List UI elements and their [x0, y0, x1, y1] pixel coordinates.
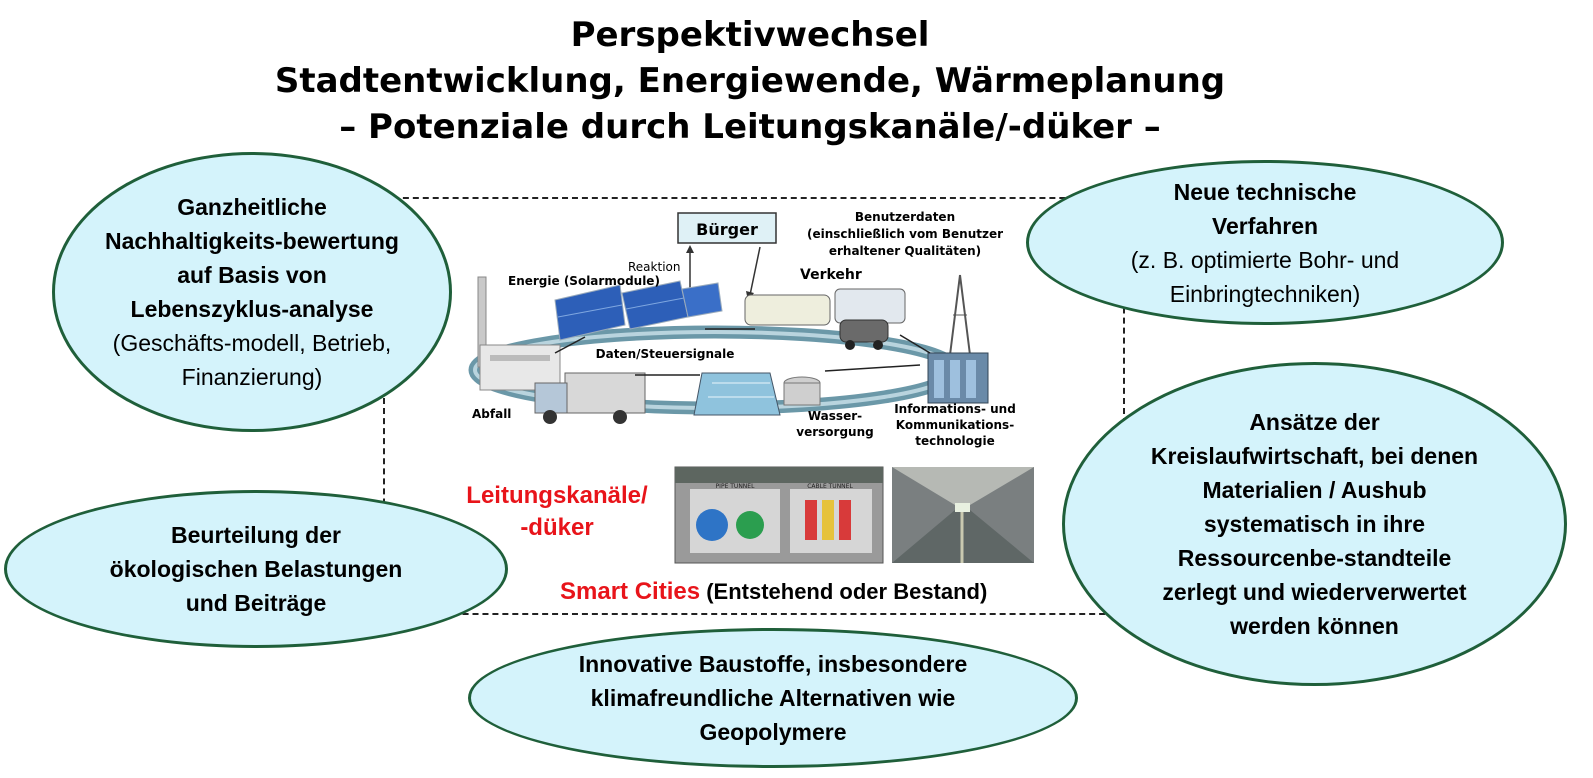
benutzer-label-2: (einschließlich vom Benutzer	[807, 227, 1003, 241]
title-line-3: – Potenziale durch Leitungskanäle/-düker…	[339, 107, 1161, 147]
benutzer-label-1: Benutzerdaten	[855, 210, 955, 224]
smart-cities-subtitle: (Entstehend oder Bestand)	[706, 579, 988, 604]
title-line-2: Stadtentwicklung, Energiewende, Wärmepla…	[274, 61, 1226, 101]
wasser-label-1: Wasser-	[808, 409, 862, 423]
cable-tunnel-label: CABLE TUNNEL	[807, 483, 853, 490]
buerger-label: Bürger	[696, 220, 758, 239]
daten-label: Daten/Steuersignale	[596, 347, 735, 361]
water-supply-icon	[693, 372, 821, 416]
smart-city-illustration: Bürger Reaktion Benutzerdaten (einschlie…	[468, 210, 1034, 564]
ikt-label-1: Informations- und	[894, 402, 1016, 416]
benutzer-label-3: erhaltener Qualitäten)	[829, 244, 981, 258]
oval-ganzheitlich-normal: (Geschäfts-modell, Betrieb, Finanzierung…	[112, 330, 392, 390]
oval-beurteilung-oekologisch: Beurteilung der ökologischen Belastungen…	[4, 490, 508, 648]
data-arrows	[554, 328, 931, 376]
title-line-1: Perspektivwechsel	[570, 15, 930, 55]
smart-cities-caption: Smart Cities (Entstehend oder Bestand)	[560, 578, 987, 606]
solar-panels-icon	[554, 280, 723, 341]
garbage-truck-icon	[534, 372, 646, 424]
smart-city-frame	[383, 197, 1125, 615]
oval-ansaetze-text: Ansätze der Kreislaufwirtschaft, bei den…	[1150, 409, 1479, 639]
ikt-label-3: technologie	[915, 434, 995, 448]
page-title: Perspektivwechsel Stadtentwicklung, Ener…	[0, 12, 1500, 150]
reaktion-label: Reaktion	[628, 260, 680, 274]
vehicles-icon	[744, 288, 906, 350]
ikt-label-2: Kommunikations-	[896, 418, 1014, 432]
pipe-tunnel-label: PIPE TUNNEL	[716, 483, 756, 490]
oval-neue-normal: (z. B. optimierte Bohr- und Einbringtech…	[1130, 246, 1400, 307]
wasser-label-2: versorgung	[796, 425, 873, 439]
abfall-label: Abfall	[472, 407, 511, 421]
oval-beurteilung-text: Beurteilung der ökologischen Belastungen…	[109, 522, 403, 616]
oval-neue-technische-verfahren: Neue technische Verfahren (z. B. optimie…	[1026, 160, 1504, 325]
verkehr-label: Verkehr	[800, 267, 862, 283]
energie-label: Energie (Solarmodule)	[508, 274, 660, 288]
tunnel-cross-section-image: PIPE TUNNEL CABLE TUNNEL	[674, 466, 884, 564]
tunnel-photo-image	[892, 467, 1034, 563]
oval-innovative-baustoffe: Innovative Baustoffe, insbesondere klima…	[468, 628, 1078, 768]
oval-ganzheitliche-nachhaltigkeitsbewertung: Ganzheitliche Nachhaltigkeits-bewertung …	[52, 152, 452, 432]
leitungskanaele-label: Leitungskanäle/ -düker	[466, 482, 648, 541]
buerger-box	[677, 212, 777, 244]
oval-neue-bold: Neue technische Verfahren	[1173, 178, 1357, 239]
smart-cities-label: Smart Cities	[560, 578, 701, 605]
oval-ganzheitlich-bold: Ganzheitliche Nachhaltigkeits-bewertung …	[105, 194, 399, 322]
factory-icon	[477, 276, 561, 391]
communication-tower-icon	[927, 274, 989, 404]
oval-innovativ-text: Innovative Baustoffe, insbesondere klima…	[578, 651, 968, 745]
oval-kreislaufwirtschaft: Ansätze der Kreislaufwirtschaft, bei den…	[1062, 362, 1567, 686]
